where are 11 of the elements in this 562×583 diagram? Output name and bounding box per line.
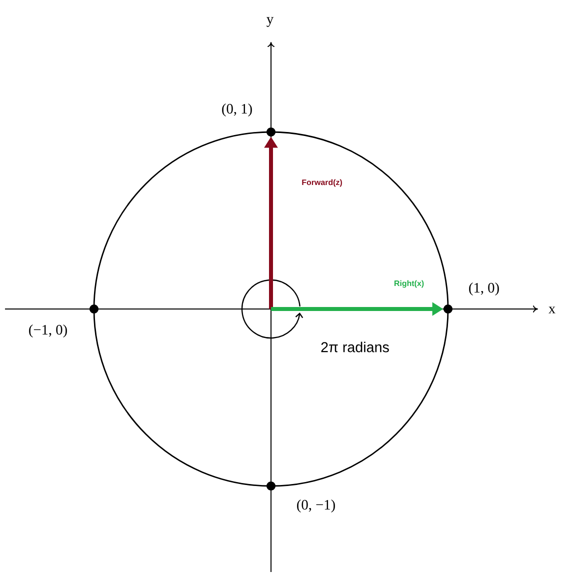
point-dot: [266, 128, 276, 136]
coordinate-label: (−1, 0): [29, 324, 67, 338]
angle-label: 2π radians: [321, 342, 389, 352]
coordinate-label: (0, −1): [297, 500, 335, 512]
coordinate-label: (0, 1): [222, 104, 252, 116]
point-dot: [266, 482, 276, 490]
axis-label: x: [548, 306, 556, 314]
point-dot: [444, 304, 452, 314]
coordinate-label: (1, 0): [469, 282, 499, 296]
axis-label: y: [266, 17, 274, 27]
point-dot: [90, 304, 98, 314]
